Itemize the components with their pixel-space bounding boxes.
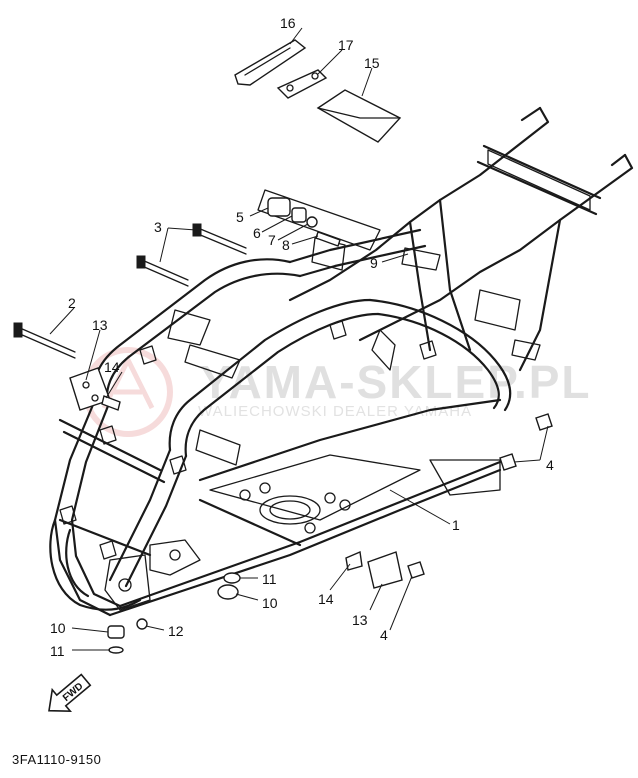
part-4-nut-bottom <box>407 561 425 579</box>
part-2-bolt <box>19 327 76 353</box>
callout-17: 17 <box>338 37 354 53</box>
callout-4-lower: 4 <box>380 627 388 643</box>
callout-10-left: 10 <box>50 620 66 636</box>
callouts: 16 17 15 5 6 7 8 3 9 2 13 14 4 1 11 10 1… <box>50 15 554 659</box>
callout-10: 10 <box>262 595 278 611</box>
watermark-subtext: WALIECHOWSKI DEALER YAMAHA <box>198 403 472 420</box>
callout-2: 2 <box>68 295 76 311</box>
part-code: 3FA1110-9150 <box>12 752 101 767</box>
part-5-damper <box>267 197 291 217</box>
callout-14: 14 <box>104 359 120 375</box>
part-12-nut <box>136 618 148 630</box>
fwd-arrow-icon: FWD <box>48 673 92 713</box>
part-15-bag <box>316 89 402 143</box>
part-3-bolt-a <box>197 227 247 249</box>
part-17-bracket <box>276 69 328 99</box>
callout-7: 7 <box>268 232 276 248</box>
callout-16: 16 <box>280 15 296 31</box>
part-8-bolt <box>315 231 341 247</box>
part-14-bolt-lower <box>345 550 363 571</box>
callout-13-lower: 13 <box>352 612 368 628</box>
callout-13: 13 <box>92 317 108 333</box>
callout-9: 9 <box>370 255 378 271</box>
part-6-collar <box>291 207 307 223</box>
callout-14-lower: 14 <box>318 591 334 607</box>
callout-3: 3 <box>154 219 162 235</box>
callout-12: 12 <box>168 623 184 639</box>
part-14-bolt <box>101 395 121 411</box>
frame-assembly <box>49 106 634 617</box>
part-4-nut-lower <box>499 453 517 471</box>
part-11-collar-left <box>108 646 124 654</box>
part-3-bolt-b <box>141 259 189 281</box>
callout-1: 1 <box>452 517 460 533</box>
callout-6: 6 <box>253 225 261 241</box>
leader-lines <box>49 27 549 651</box>
callout-5: 5 <box>236 209 244 225</box>
callout-8: 8 <box>282 237 290 253</box>
part-16-strap <box>234 39 307 86</box>
part-13-plate-lower <box>367 551 403 589</box>
part-4-nut-upper <box>535 413 553 431</box>
callout-11-left: 11 <box>50 643 65 659</box>
part-10-damper-left <box>107 625 125 639</box>
part-10-damper <box>217 584 239 600</box>
part-11-collar <box>223 572 241 584</box>
callout-11: 11 <box>262 571 277 587</box>
watermark-text: YAMA-SKLEP.PL <box>200 356 592 408</box>
callout-4: 4 <box>546 457 554 473</box>
watermark: YAMA-SKLEP.PL WALIECHOWSKI DEALER YAMAHA <box>83 347 592 437</box>
callout-15: 15 <box>364 55 380 71</box>
part-7-washer <box>306 216 318 228</box>
